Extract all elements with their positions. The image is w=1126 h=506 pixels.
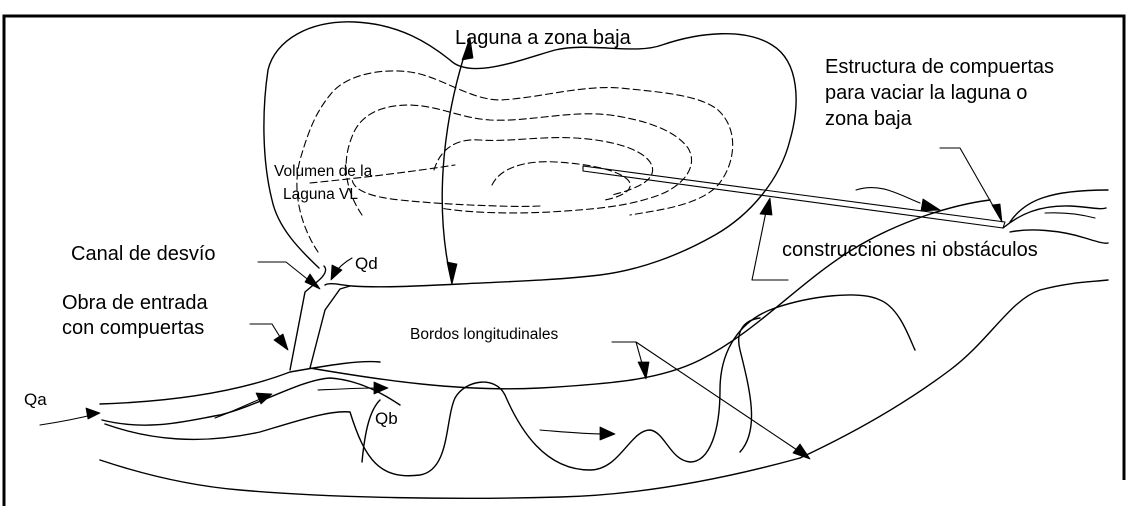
label-construcciones: construcciones ni obstáculos	[782, 239, 1038, 261]
arrowhead	[991, 203, 1003, 223]
leader-construcciones	[751, 201, 789, 281]
river-outlet-inflow	[1009, 189, 1109, 223]
lagoon-boundary	[263, 21, 797, 288]
label-estructura-1: Estructura de compuertas	[825, 56, 1054, 78]
arrowhead	[759, 197, 773, 216]
river-upper-bank	[99, 360, 381, 405]
arrowhead	[304, 273, 321, 290]
label-volumen-2: Laguna VL	[283, 186, 358, 203]
label-volumen-1: Volumen de la	[274, 163, 373, 180]
lagoon-contours	[296, 70, 734, 253]
river-meander-1	[104, 294, 916, 477]
river-outlet-bank	[1002, 205, 1107, 229]
label-obra-2: con compuertas	[62, 317, 204, 339]
leader-bordos-2	[635, 341, 807, 457]
diversion-channel	[289, 265, 327, 371]
arrowhead	[461, 37, 474, 61]
arrowhead	[330, 264, 343, 281]
river-right-bank	[99, 457, 801, 500]
leader-estructura	[939, 147, 1001, 219]
label-bordos: Bordos longitudinales	[410, 326, 558, 343]
river-meander-2	[361, 399, 381, 463]
label-qa: Qa	[24, 390, 47, 409]
diagram-frame	[2, 14, 1126, 506]
arrowhead	[273, 333, 289, 351]
label-canal: Canal de desvío	[71, 243, 216, 265]
label-laguna: Laguna a zona baja	[455, 27, 632, 49]
drainage-pipe	[582, 165, 1006, 229]
diversion-channel-inner	[309, 285, 351, 369]
label-estructura-2: para vaciar la laguna o	[825, 82, 1027, 104]
label-estructura-3: zona baja	[825, 108, 913, 130]
lagoon-depth-arrow	[441, 37, 471, 285]
river-outer-right	[738, 317, 761, 453]
lower-bank	[309, 199, 991, 390]
flow-arrows	[39, 186, 1096, 441]
river-outlet-bank-lower	[1009, 229, 1109, 244]
label-obra-1: Obra de entrada	[62, 292, 209, 314]
arrowhead	[446, 261, 458, 285]
label-qb: Qb	[375, 409, 398, 428]
leader-canal	[257, 261, 317, 287]
leader-bordos	[611, 341, 646, 375]
river-right-lower	[799, 279, 1109, 459]
label-qd: Qd	[355, 254, 378, 273]
arrowhead	[792, 443, 811, 460]
arrowhead	[637, 361, 650, 380]
